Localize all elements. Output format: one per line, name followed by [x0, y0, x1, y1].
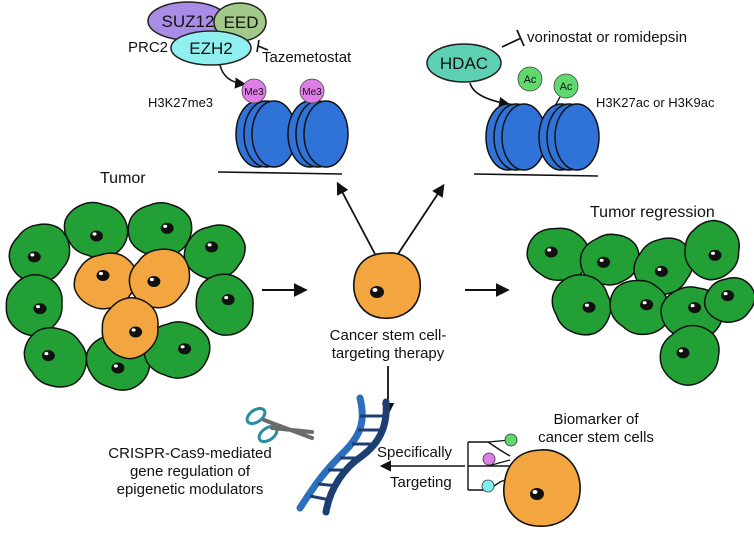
- prc2-label: PRC2: [128, 39, 168, 56]
- normal-cell: [8, 223, 71, 284]
- me3-tag-label: Me3: [244, 87, 264, 98]
- crispr-section: CRISPR-Cas9-mediated gene regulation of …: [108, 394, 390, 516]
- nucleosomes-acetylated: Ac Ac: [473, 66, 600, 177]
- stem-cell: [101, 296, 159, 360]
- targeting-arrow: Specifically Targeting: [377, 444, 465, 491]
- normal-cell: [526, 227, 591, 281]
- scissors-icon: [245, 406, 314, 444]
- biomarker-line2: cancer stem cells: [538, 429, 654, 446]
- dna-strand-left: [217, 171, 343, 175]
- h3k27me3-label: H3K27me3: [148, 95, 213, 110]
- ac-tag: [517, 66, 543, 92]
- normal-cell: [551, 274, 612, 336]
- normal-cell: [63, 201, 129, 259]
- normal-cell: [195, 273, 254, 336]
- therapy-label-line1: Cancer stem cell-: [330, 327, 447, 344]
- suz12-label: SUZ12: [162, 12, 215, 31]
- ac-tag-label: Ac: [524, 74, 537, 86]
- hdac-complex: HDAC vorinostat or romidepsin H3K27ac or…: [426, 29, 715, 110]
- tumor-regression-label: Tumor regression: [590, 204, 715, 221]
- dna-helix-icon: [296, 394, 390, 516]
- me3-tag: [299, 78, 325, 104]
- hdac-oval: [426, 43, 502, 83]
- crispr-line2: gene regulation of: [130, 463, 251, 480]
- biomarker-section: Biomarker of cancer stem cells: [467, 411, 654, 527]
- ac-tag: [553, 73, 579, 99]
- nucleosome: [485, 103, 547, 171]
- normal-cell: [183, 224, 246, 280]
- tazemetostat-label: Tazemetostat: [262, 49, 352, 66]
- biomarker-stem-cell: [503, 449, 581, 527]
- biomarker-dot-cyan: [481, 479, 495, 493]
- hdac-label: HDAC: [440, 54, 488, 73]
- h3k27ac-label: H3K27ac or H3K9ac: [596, 95, 715, 110]
- normal-cell: [579, 233, 640, 286]
- eed-label: EED: [224, 13, 259, 32]
- targeting-label: Targeting: [390, 474, 452, 491]
- normal-cell: [23, 327, 88, 388]
- specifically-label: Specifically: [377, 444, 453, 461]
- normal-cell: [5, 274, 63, 337]
- tumor-label: Tumor: [100, 170, 146, 187]
- nucleosomes-methylated: Me3 Me3: [217, 78, 349, 175]
- stem-cell-nucleus: [370, 286, 384, 298]
- normal-cell: [143, 321, 211, 379]
- biomarker-line1: Biomarker of: [553, 411, 639, 428]
- regression-cluster: [526, 219, 754, 387]
- dna-strand-right: [473, 173, 599, 177]
- normal-cell: [703, 276, 754, 324]
- nucleosome: [538, 103, 600, 171]
- tumor-cluster: [5, 201, 254, 391]
- normal-cell: [659, 324, 720, 387]
- tazemetostat-inhibition: [256, 39, 269, 53]
- ac-tag-label: Ac: [560, 81, 573, 93]
- ezh2-methylation-arrow: [219, 64, 247, 89]
- biomarker-dot-magenta: [482, 452, 496, 466]
- cancer-stem-cell: [353, 252, 421, 319]
- normal-cell: [127, 202, 193, 258]
- hdac-inhibition-line: [501, 29, 525, 48]
- biomarker-bracket: [467, 441, 488, 491]
- ezh2-label: EZH2: [189, 39, 232, 58]
- crispr-line1: CRISPR-Cas9-mediated: [108, 445, 271, 462]
- normal-cell: [609, 279, 670, 336]
- vorinostat-label: vorinostat or romidepsin: [527, 29, 687, 46]
- me3-tag-label: Me3: [302, 87, 322, 98]
- crispr-line3: epigenetic modulators: [117, 481, 264, 498]
- normal-cell: [684, 219, 740, 281]
- nucleosome: [287, 100, 349, 168]
- nucleosome: [235, 100, 297, 168]
- therapy-center: Cancer stem cell- targeting therapy: [262, 181, 510, 416]
- me3-tag: [241, 78, 267, 104]
- hdac-deacetylation-arrow: [469, 82, 511, 108]
- arrow-to-methylation: [336, 181, 376, 255]
- arrow-to-acetylation: [397, 183, 445, 255]
- biomarker-dot-green: [504, 433, 518, 447]
- prc2-complex: SUZ12 EED EZH2 PRC2 Tazemetostat H3K27me…: [128, 1, 352, 110]
- therapy-label-line2: targeting therapy: [332, 345, 445, 362]
- ezh2-oval: [170, 30, 252, 66]
